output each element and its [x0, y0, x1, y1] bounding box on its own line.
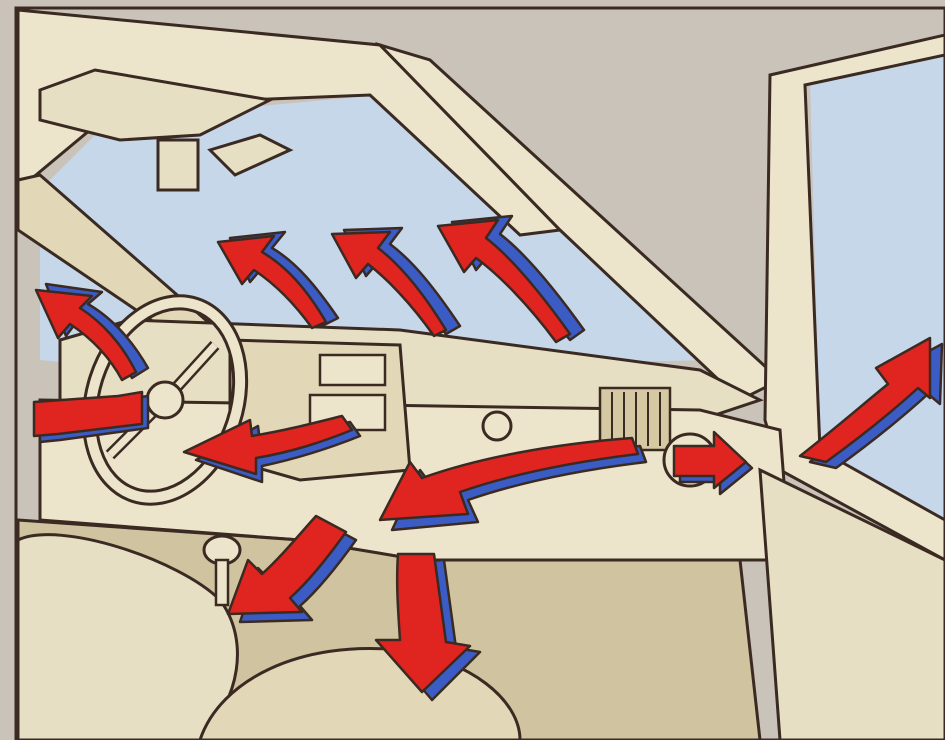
radio-slot — [320, 355, 385, 385]
gear-lever-stem — [216, 560, 228, 605]
glovebox-knob — [483, 412, 511, 440]
mirror-stem — [158, 140, 198, 190]
